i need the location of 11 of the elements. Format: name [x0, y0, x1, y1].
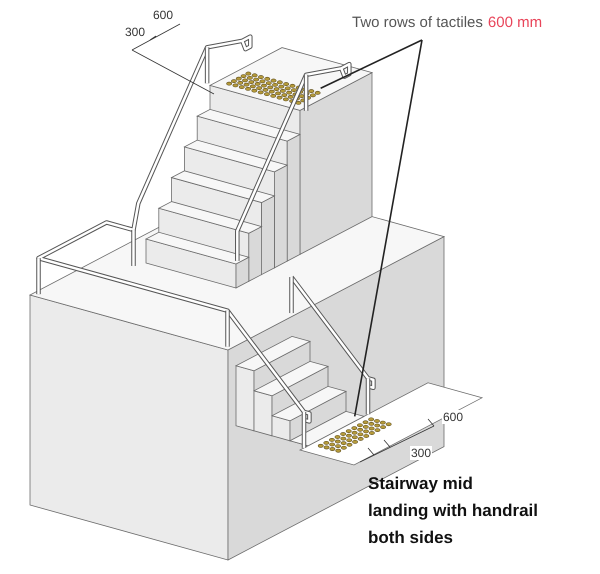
- caption: Stairway mid landing with handrail both sides: [368, 473, 538, 549]
- callout-text: Two rows of tactiles: [352, 13, 483, 33]
- dimension-label: 300: [410, 446, 432, 460]
- dimension-label: 300: [124, 25, 146, 39]
- leader-line: [320, 39, 422, 89]
- tactile-indicator-area: [226, 72, 321, 105]
- dimension-label: 600: [152, 8, 174, 22]
- callout-text: 600 mm: [488, 13, 542, 33]
- leader-line: [354, 40, 423, 416]
- tactile-indicator-area: [318, 417, 392, 453]
- dimension-label: 600: [442, 410, 464, 424]
